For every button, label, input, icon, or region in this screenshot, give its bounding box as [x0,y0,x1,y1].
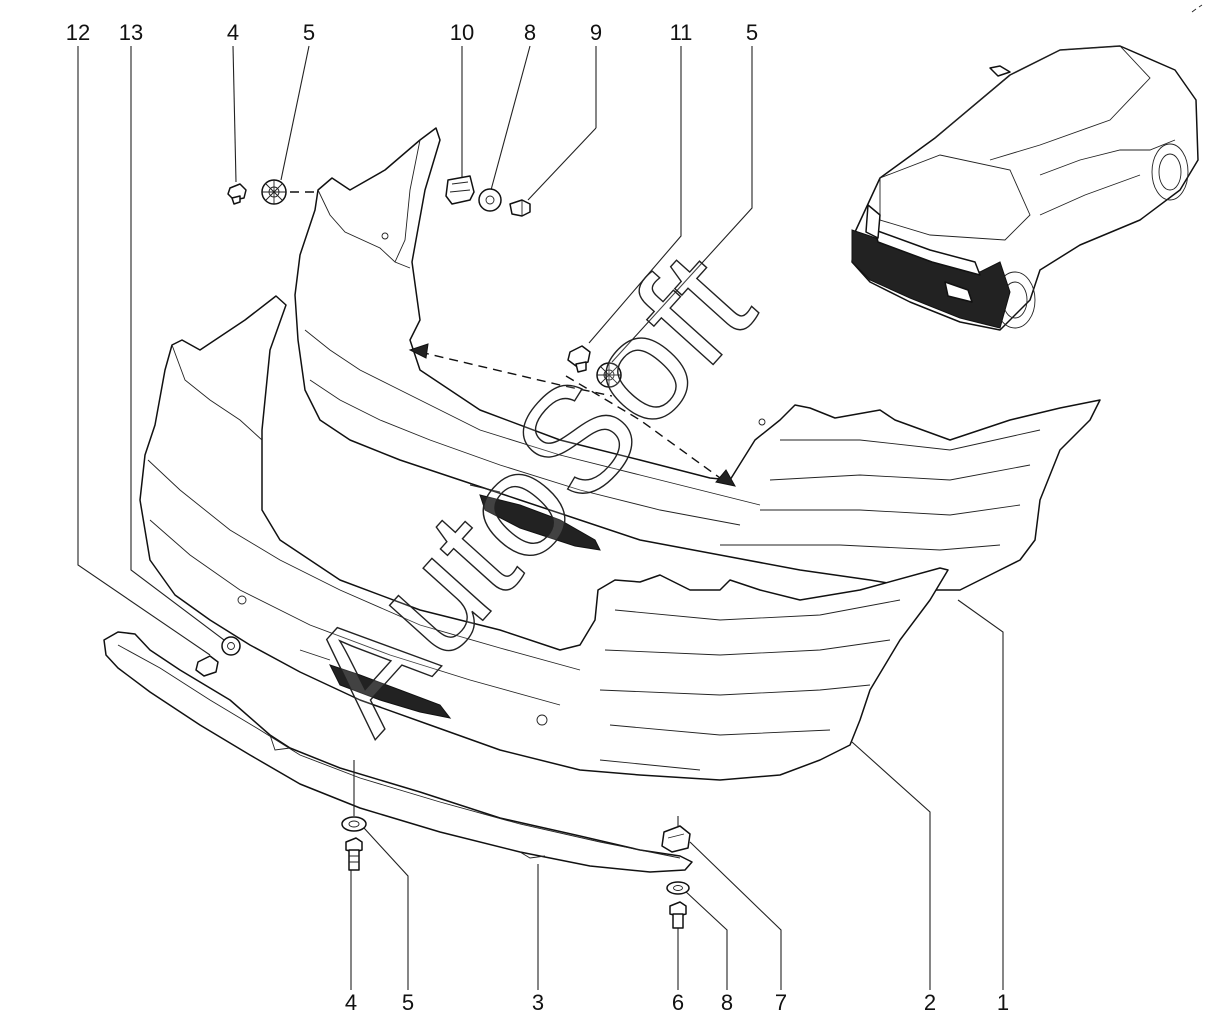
leader-9b [527,127,597,201]
callout-5-top-left: 5 [303,20,315,45]
bumper-cover-1 [294,127,1101,591]
leader-7 [689,841,782,990]
leader-5-bottom [363,827,409,990]
washer-8-bottom [666,881,690,895]
washer-13 [221,636,241,656]
leader-lines [77,45,1004,990]
leader-5-top-left [280,45,310,181]
push-clip-11 [567,345,591,373]
leader-11 [588,46,682,344]
lower-trim-3 [103,631,693,873]
hardware-top [227,175,622,388]
leader-1 [957,599,1004,990]
bracket-10 [445,175,475,205]
callout-4-bottom: 4 [345,990,357,1015]
leader-8-top [490,45,531,191]
screw-4-bottom [345,837,363,871]
push-clip-12 [195,655,219,677]
assembly-arrow-right [565,375,721,479]
callout-11: 11 [670,20,693,45]
corner-mark [1191,4,1203,13]
leader-13 [130,46,229,644]
callouts-top: 12 13 4 5 10 8 9 11 5 [66,20,758,45]
washer-8-top [478,188,502,212]
callout-5-top-right: 5 [746,20,758,45]
hardware-bottom [195,636,691,929]
assembly-arrow-left [419,351,613,397]
washer-5-bottom [341,816,367,832]
callout-2: 2 [924,990,936,1015]
callout-5-bottom: 5 [402,990,414,1015]
callout-12: 12 [66,20,90,45]
callout-1: 1 [997,990,1009,1015]
leader-8-bottom [683,889,728,990]
callout-8-bottom: 8 [721,990,733,1015]
assembly-arrows [408,343,736,487]
arrow-head-right [715,469,736,487]
callout-6: 6 [672,990,684,1015]
callout-3: 3 [532,990,544,1015]
callout-8-top: 8 [524,20,536,45]
car-thumbnail [851,45,1199,331]
callout-4-top: 4 [227,20,239,45]
push-clip-4-top [227,183,247,205]
screw-9 [509,199,531,217]
leader-5-top-right [611,46,753,363]
screw-6 [669,901,687,929]
bumper-cover-2 [139,295,949,781]
washer-5-top-right [596,362,622,388]
arrow-head-left [408,343,429,359]
leader-4-top [232,45,237,183]
callout-9: 9 [590,20,602,45]
callout-7: 7 [775,990,787,1015]
callout-13: 13 [119,20,143,45]
clip-7 [661,825,691,853]
callout-10: 10 [450,20,474,45]
leader-12 [77,46,211,656]
washer-5-top-left [261,179,287,205]
leader-2 [851,741,931,990]
callouts-bottom: 4 5 3 6 8 7 2 1 [345,990,1009,1015]
